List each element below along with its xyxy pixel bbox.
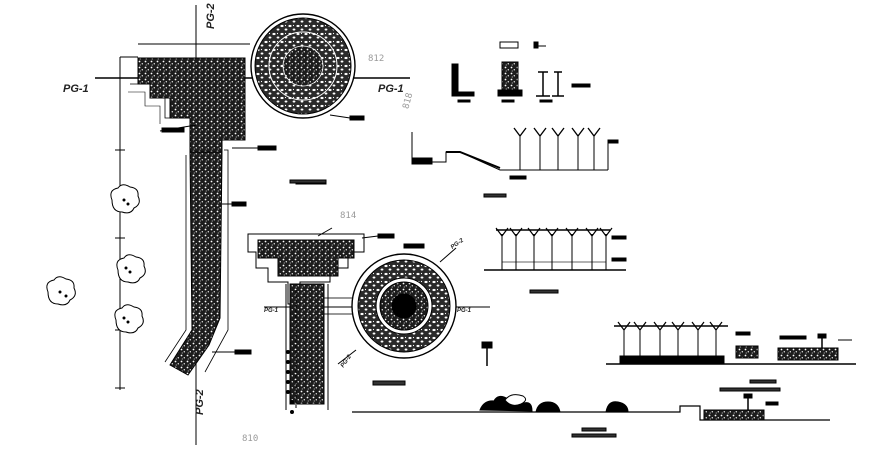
plan-view-upper <box>95 5 410 445</box>
sheet-number-812: 812 <box>368 54 384 64</box>
sheet-number-810: 810 <box>242 434 258 444</box>
pergola-section-elevation <box>484 227 627 294</box>
detail-elements <box>451 41 591 103</box>
pg1-right-label: PG-1 <box>378 83 404 95</box>
tree-symbols <box>46 184 146 334</box>
section-pg2-circle-label: PG-2 <box>340 354 353 369</box>
sheet-number-818: 818 <box>401 92 415 110</box>
sheet-number-814: 814 <box>340 211 356 221</box>
section-pg1-left-label: PG-1 <box>264 308 279 314</box>
site-section-bottom <box>352 393 830 438</box>
pg1-left-label: PG-1 <box>63 83 89 95</box>
section-pg2-label: PG-2 <box>450 237 465 250</box>
pergola-section-slope <box>289 127 619 198</box>
pg2-top-label: PG-2 <box>205 3 217 29</box>
plan-view-lower <box>247 227 493 414</box>
pg2-bottom-label: PG-2 <box>194 389 206 415</box>
pergola-section-lower <box>606 321 856 392</box>
section-pg1-right-label: PG-1 <box>457 308 472 314</box>
